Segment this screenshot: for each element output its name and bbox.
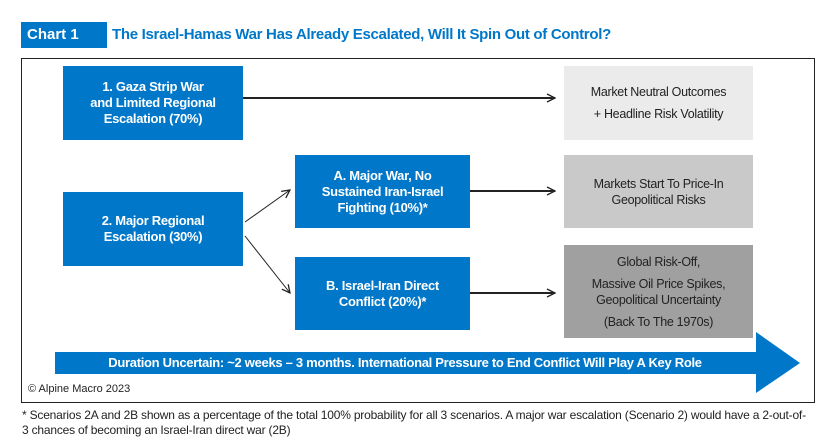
- diagram-frame: [21, 58, 815, 403]
- text-line: Market Neutral Outcomes: [590, 85, 727, 99]
- outcome-1-box: Market Neutral Outcomes + Headline Risk V…: [564, 66, 753, 140]
- outcome-3-box: Global Risk-Off, Massive Oil Price Spikes…: [564, 245, 753, 338]
- text-line: Escalation (70%): [103, 111, 203, 126]
- text-line: (Back To The 1970s): [603, 314, 714, 329]
- text-line: + Headline Risk Volatility: [593, 107, 724, 121]
- text-line: Massive Oil Price Spikes,: [591, 276, 726, 291]
- text-line: B. Israel-Iran Direct: [326, 277, 439, 293]
- chart-title: The Israel-Hamas War Has Already Escalat…: [112, 26, 611, 43]
- arrow-s2-s2b: [244, 235, 290, 293]
- text-line: and Limited Regional: [90, 95, 216, 110]
- arrow-s2-s2a: [244, 190, 290, 223]
- copyright: © Alpine Macro 2023: [28, 383, 131, 395]
- text-line: Conflict (20%)*: [338, 293, 427, 309]
- chart-label: Chart 1: [21, 22, 107, 48]
- text-line: 1. Gaza Strip War: [102, 79, 204, 94]
- text-line: Geopolitical Risks: [611, 192, 706, 207]
- text-line: Markets Start To Price-In: [593, 176, 724, 191]
- footnote: * Scenarios 2A and 2B shown as a percent…: [22, 408, 806, 437]
- text-line: 2. Major Regional: [101, 213, 205, 228]
- text-line: A. Major War, No: [333, 167, 432, 183]
- text-line: Escalation (30%): [103, 229, 203, 244]
- text-line: Global Risk-Off,: [616, 254, 701, 269]
- text-line: Geopolitical Uncertainty: [596, 292, 721, 307]
- text-line: Sustained Iran-Israel: [321, 183, 444, 199]
- text-line: Fighting (10%)*: [337, 199, 428, 215]
- duration-arrow: [55, 332, 800, 393]
- duration-text: Duration Uncertain: ~2 weeks – 3 months.…: [108, 355, 702, 370]
